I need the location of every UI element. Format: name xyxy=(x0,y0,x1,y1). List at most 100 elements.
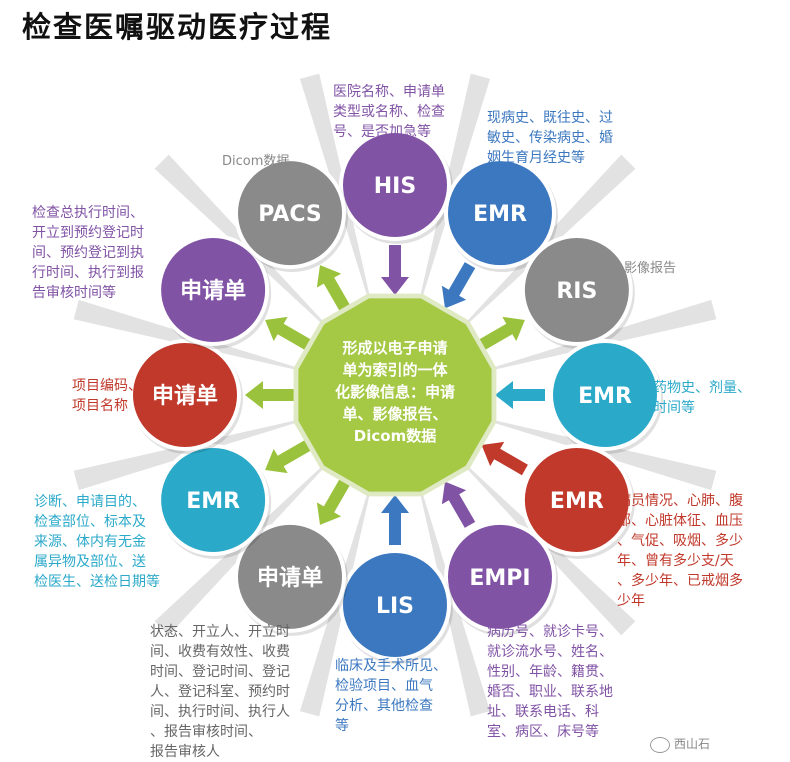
tag-report: 影像报告 xyxy=(624,261,677,276)
desc-line: 项目名称 xyxy=(72,398,128,414)
desc-line: 、报告审核时间、 xyxy=(150,724,262,740)
node-circle xyxy=(448,161,552,266)
desc-line: 部、心脏体征、血压 xyxy=(617,513,743,529)
center-text-line: Dicom数据 xyxy=(354,427,436,445)
arrow xyxy=(265,316,312,351)
desc-line: 行时间、执行到报 xyxy=(32,265,144,281)
desc-emr-history: 现病史、既往史、过敏史、传染病史、婚姻生育月经史等 xyxy=(487,108,613,168)
arrow xyxy=(316,265,351,312)
desc-apply-status: 状态、开立人、开立时间、收费有效性、收费时间、登记时间、登记人、登记科室、预约时… xyxy=(150,622,290,762)
node-circle xyxy=(238,161,342,266)
center-text-line: 单、影像报告、 xyxy=(342,405,447,423)
page-title: 检查医嘱驱动医疗过程 xyxy=(22,10,333,44)
node-circle xyxy=(343,553,447,657)
node-circle xyxy=(524,448,629,552)
arrow xyxy=(245,381,295,409)
center-text-line: 形成以电子申请 xyxy=(342,339,447,357)
desc-lis: 临床及手术所见、检验项目、血气分析、其他检查等 xyxy=(335,656,447,736)
arrow xyxy=(441,481,476,528)
desc-apply-time: 检查总执行时间、开立到预约登记时间、预约登记到执行时间、执行到报告审核时间等 xyxy=(32,203,144,303)
desc-line: 检查部位、标本及 xyxy=(34,514,146,530)
node-label: RIS xyxy=(556,279,597,304)
desc-his: 医院名称、申请单类型或名称、检查号、是否加急等 xyxy=(333,82,445,142)
desc-line: 告审核时间等 xyxy=(32,285,116,301)
desc-apply-item: 项目编码、项目名称 xyxy=(72,376,142,416)
desc-line: 号、是否加急等 xyxy=(333,124,431,140)
node-circle xyxy=(343,133,447,237)
desc-line: 、气促、吸烟、多少 xyxy=(617,533,743,549)
desc-line: 婚否、职业、联系地 xyxy=(487,684,613,700)
desc-line: 性别、年龄、籍贯、 xyxy=(487,664,613,680)
arrow xyxy=(265,439,312,474)
desc-line: 报告审核人 xyxy=(150,744,220,760)
desc-line: 检验项目、血气 xyxy=(335,678,433,694)
node-label: HIS xyxy=(374,174,416,199)
arrow xyxy=(478,316,525,351)
watermark: 西山石 xyxy=(650,735,710,753)
desc-line: 检查总执行时间、 xyxy=(32,205,144,221)
desc-line: 来源、体内有无金 xyxy=(34,534,146,550)
desc-line: 、多少年、已戒烟多 xyxy=(617,573,743,589)
center-text-line: 单为索引的一体 xyxy=(342,361,448,379)
node-label: EMR xyxy=(186,489,240,514)
node-label: EMPI xyxy=(469,566,530,591)
node-label: EMR xyxy=(550,489,604,514)
arrow xyxy=(381,245,409,295)
node-label: LIS xyxy=(376,594,414,619)
center-text-line: 化影像信息：申请 xyxy=(335,383,455,401)
desc-emr-diagnosis: 诊断、申请目的、检查部位、标本及来源、体内有无金属异物及部位、送检医生、送检日期… xyxy=(34,492,160,592)
desc-line: 类型或名称、检查 xyxy=(333,104,445,120)
desc-line: 诊断、申请目的、 xyxy=(34,494,146,510)
node-circle xyxy=(524,238,629,342)
desc-line: 项目编码、 xyxy=(72,378,142,394)
desc-line: 就诊流水号、姓名、 xyxy=(487,644,613,660)
node-circle xyxy=(133,343,237,447)
arrow xyxy=(381,495,409,545)
desc-line: 室、病区、床号等 xyxy=(487,724,599,740)
logo-icon xyxy=(650,736,670,753)
node-circle xyxy=(448,524,552,629)
desc-line: 检医生、送检日期等 xyxy=(34,574,160,590)
desc-line: 病历号、就诊卡号、 xyxy=(487,624,613,640)
desc-emr-patient: 病员情况、心肺、腹部、心脏体征、血压、气促、吸烟、多少年、曾有多少支/天、多少年… xyxy=(617,491,743,611)
desc-line: 姻生育月经史等 xyxy=(487,150,585,166)
arrow xyxy=(481,441,528,476)
desc-line: 年、曾有多少支/天 xyxy=(617,553,734,569)
node-circle xyxy=(238,524,342,629)
node-label: PACS xyxy=(258,202,322,227)
desc-line: 间、预约登记到执 xyxy=(32,245,144,261)
arrow xyxy=(495,381,545,409)
node-label: 申请单 xyxy=(180,278,246,304)
desc-line: 分析、其他检查 xyxy=(335,698,433,714)
watermark-text: 西山石 xyxy=(674,737,711,751)
desc-line: 现病史、既往史、过 xyxy=(487,110,613,126)
desc-line: 状态、开立人、开立时 xyxy=(150,624,290,640)
node-circle xyxy=(553,343,657,447)
desc-line: 医院名称、申请单 xyxy=(333,84,445,100)
center-shape xyxy=(298,298,492,492)
desc-line: 临床及手术所见、 xyxy=(335,658,447,674)
desc-line: 等 xyxy=(335,718,349,734)
desc-line: 少年 xyxy=(617,593,645,609)
desc-line: 药物史、剂量、 xyxy=(653,380,751,396)
node-label: EMR xyxy=(578,384,632,409)
node-label: 申请单 xyxy=(152,383,218,409)
desc-line: 间、收费有效性、收费 xyxy=(150,644,290,660)
arrow xyxy=(316,478,351,525)
desc-empi: 病历号、就诊卡号、就诊流水号、姓名、性别、年龄、籍贯、婚否、职业、联系地址、联系… xyxy=(487,622,613,742)
tag-dicom: Dicom数据 xyxy=(222,154,290,169)
desc-line: 时间、登记时间、登记 xyxy=(150,664,290,680)
node-circle xyxy=(161,448,266,552)
desc-line: 间、执行时间、执行人 xyxy=(150,704,290,720)
arrow xyxy=(441,262,476,309)
node-label: 申请单 xyxy=(257,565,323,591)
node-label: EMR xyxy=(473,202,527,227)
desc-line: 敏史、传染病史、婚 xyxy=(487,130,613,146)
desc-line: 属异物及部位、送 xyxy=(34,554,146,570)
desc-line: 址、联系电话、科 xyxy=(487,704,599,720)
node-circle xyxy=(161,238,266,342)
desc-emr-drug: 药物史、剂量、时间等 xyxy=(653,378,751,418)
